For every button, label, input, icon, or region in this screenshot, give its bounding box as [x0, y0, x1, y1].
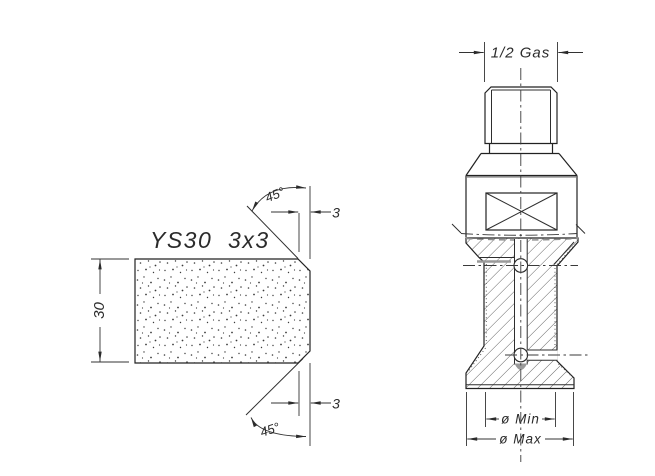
slot-tip — [514, 363, 528, 370]
right-view: 1/2 Gas — [451, 42, 589, 462]
bottom-chamfer-depth-label: 3 — [332, 396, 340, 412]
part-label: YS30 3x3 — [150, 227, 270, 253]
wrench-flat-box — [485, 192, 558, 231]
neck — [488, 143, 554, 154]
stone-block — [134, 258, 311, 364]
bottom-chamfer-callout: 45° 3 — [245, 358, 340, 446]
bottom-angle-label: 45° — [258, 419, 281, 439]
dia-min-label: ø Min — [501, 412, 540, 427]
body — [465, 152, 578, 237]
height-dimension: 30 — [91, 258, 129, 363]
thread-dimension: 1/2 Gas — [459, 42, 583, 82]
top-angle-label: 45° — [263, 184, 287, 205]
height-dimension-label: 30 — [91, 302, 108, 319]
left-view: YS30 3x3 30 45° 3 45° — [91, 184, 340, 446]
section-plane-line — [451, 223, 586, 236]
thread-label: 1/2 Gas — [491, 45, 551, 62]
dia-max-label: ø Max — [499, 432, 542, 447]
top-chamfer-depth-label: 3 — [332, 205, 340, 221]
sectioned-stone — [463, 237, 589, 390]
diameter-dimensions: ø Min ø Max — [466, 392, 574, 447]
top-chamfer-callout: 45° 3 — [246, 184, 340, 259]
